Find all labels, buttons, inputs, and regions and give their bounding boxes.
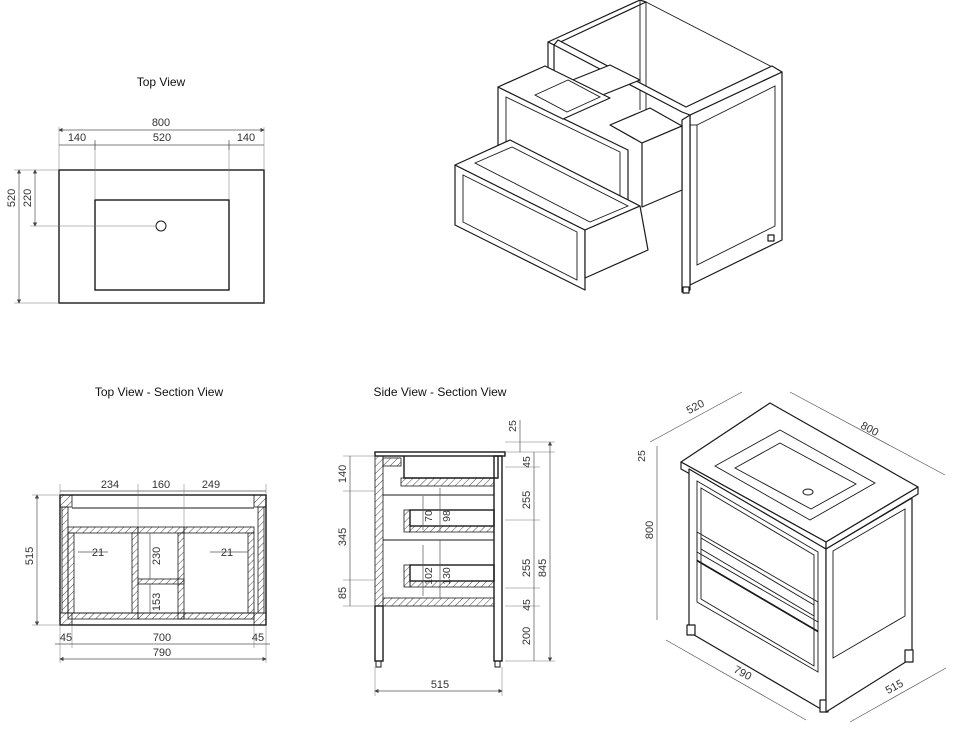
assembled-iso-view: 520 800 25 800 790 515 (636, 391, 947, 723)
iso-dim-top-depth: 520 (685, 398, 707, 417)
dim-drawer2-outer: 130 (441, 567, 453, 585)
dim-left-margin: 140 (68, 132, 86, 144)
dim-drawer1-outer: 98 (441, 510, 453, 522)
dim-left-gap: 21 (92, 547, 104, 559)
basin-outline (94, 199, 230, 291)
dim-side-depth: 515 (431, 679, 449, 691)
dim-gap-bottom: 45 (521, 599, 533, 611)
dim-plinth: 85 (337, 587, 349, 599)
top-section-title: Top View - Section View (95, 385, 224, 399)
side-section-view: Side View - Section View 140 345 (337, 385, 555, 696)
dim-section-depth: 515 (24, 547, 36, 565)
iso-drawer-lower (696, 531, 819, 673)
dim-outer-width: 790 (153, 647, 171, 659)
dim-depth: 520 (6, 189, 18, 207)
dim-drawer1: 255 (521, 491, 533, 509)
dim-right-gap: 21 (221, 547, 233, 559)
dim-right-margin: 140 (237, 132, 255, 144)
dim-upper-shelf: 230 (151, 547, 163, 565)
dim-overall-width: 800 (152, 117, 170, 129)
dim-right-leg: 45 (252, 632, 264, 644)
top-view: Top View 800 140 520 140 520 220 (6, 75, 265, 304)
dim-drawer2: 255 (521, 559, 533, 577)
dim-right-bay: 249 (202, 479, 220, 491)
iso-dim-height: 800 (644, 521, 656, 539)
dim-total-height: 845 (537, 559, 549, 577)
drain-hole (155, 220, 167, 232)
dim-left-bay: 234 (101, 479, 119, 491)
dim-mid-bay: 160 (152, 479, 170, 491)
dim-basin-width: 520 (153, 132, 171, 144)
dim-sink-depth: 140 (337, 465, 349, 483)
dim-drawer-zone: 345 (337, 528, 349, 546)
side-section-title: Side View - Section View (374, 385, 507, 399)
countertop-outline (58, 169, 265, 304)
dim-drawer1-inner: 70 (423, 510, 435, 522)
dim-top-thickness: 25 (507, 420, 519, 432)
top-view-title: Top View (137, 75, 186, 89)
dim-drawer2-inner: 102 (423, 567, 435, 585)
dim-lower-shelf: 153 (151, 593, 163, 611)
iso-dim-top-thickness: 25 (636, 450, 648, 462)
iso-drain (802, 488, 814, 496)
iso-dim-top-width: 800 (858, 420, 880, 439)
dim-left-leg: 45 (60, 632, 72, 644)
exploded-iso-view (454, 0, 783, 294)
iso-dim-body-depth: 515 (884, 678, 906, 697)
dim-basin-offset: 220 (22, 189, 34, 207)
dim-inner-width: 700 (153, 632, 171, 644)
dim-leg-height: 200 (521, 627, 533, 645)
front-leg (681, 114, 691, 293)
dim-gap-top: 45 (521, 456, 533, 468)
top-section-view: Top View - Section View 234 (24, 385, 270, 663)
